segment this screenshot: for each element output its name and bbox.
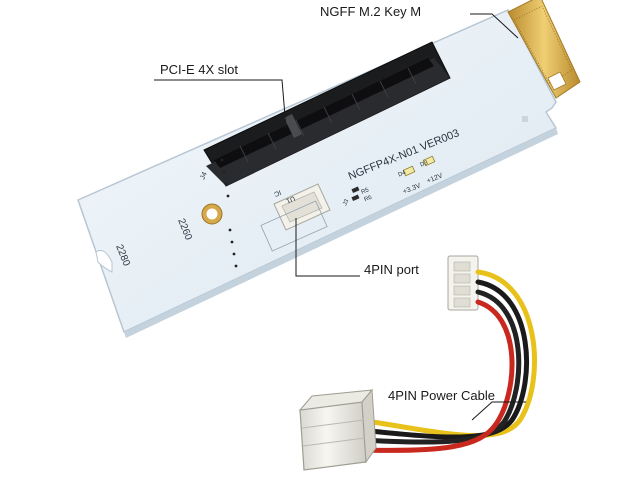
label-4pin-power-cable: 4PIN Power Cable xyxy=(388,388,495,403)
molex-4pin-connector xyxy=(298,388,377,471)
label-ic: IC xyxy=(273,188,282,197)
label-d4: D4 xyxy=(398,170,408,179)
label-d3: D3 xyxy=(420,160,430,169)
onboard-4pin-header xyxy=(260,183,331,252)
cable-leader xyxy=(471,401,526,421)
adapter-board xyxy=(77,9,558,338)
port-leader xyxy=(295,218,360,277)
m2-gold-connector xyxy=(507,0,581,99)
pcie-leader xyxy=(154,79,287,129)
small-4pin-connector xyxy=(447,255,479,311)
label-4pin-port: 4PIN port xyxy=(364,262,419,277)
wire-yellow-1 xyxy=(357,269,537,439)
label-ngff-m2-key-m: NGFF M.2 Key M xyxy=(320,4,422,19)
board-pad xyxy=(522,116,528,122)
m2-key-notch xyxy=(547,71,567,91)
cut-line-2260 xyxy=(220,158,238,268)
led-d3 xyxy=(422,155,436,167)
ngff-leader xyxy=(470,13,519,39)
wire-black-1 xyxy=(357,279,529,440)
wire-red-1 xyxy=(357,299,515,453)
wire-black-2 xyxy=(357,289,522,445)
label-r6: R6 xyxy=(363,195,373,204)
callout-lines xyxy=(154,13,526,421)
label-u1: U1 xyxy=(285,194,296,204)
label-j4: J4 xyxy=(199,171,208,181)
board-edge xyxy=(124,128,558,338)
led-d4 xyxy=(402,165,416,177)
mounting-hole-2260 xyxy=(201,203,223,225)
power-cable xyxy=(298,255,537,471)
resistor-r5-r6 xyxy=(351,186,360,202)
board-notch xyxy=(95,249,113,273)
pcie-4x-slot xyxy=(203,41,451,187)
label-j3: J3 xyxy=(342,198,350,207)
label-pcie-4x-slot: PCI-E 4X slot xyxy=(160,62,239,77)
label-r5: R5 xyxy=(361,187,371,196)
